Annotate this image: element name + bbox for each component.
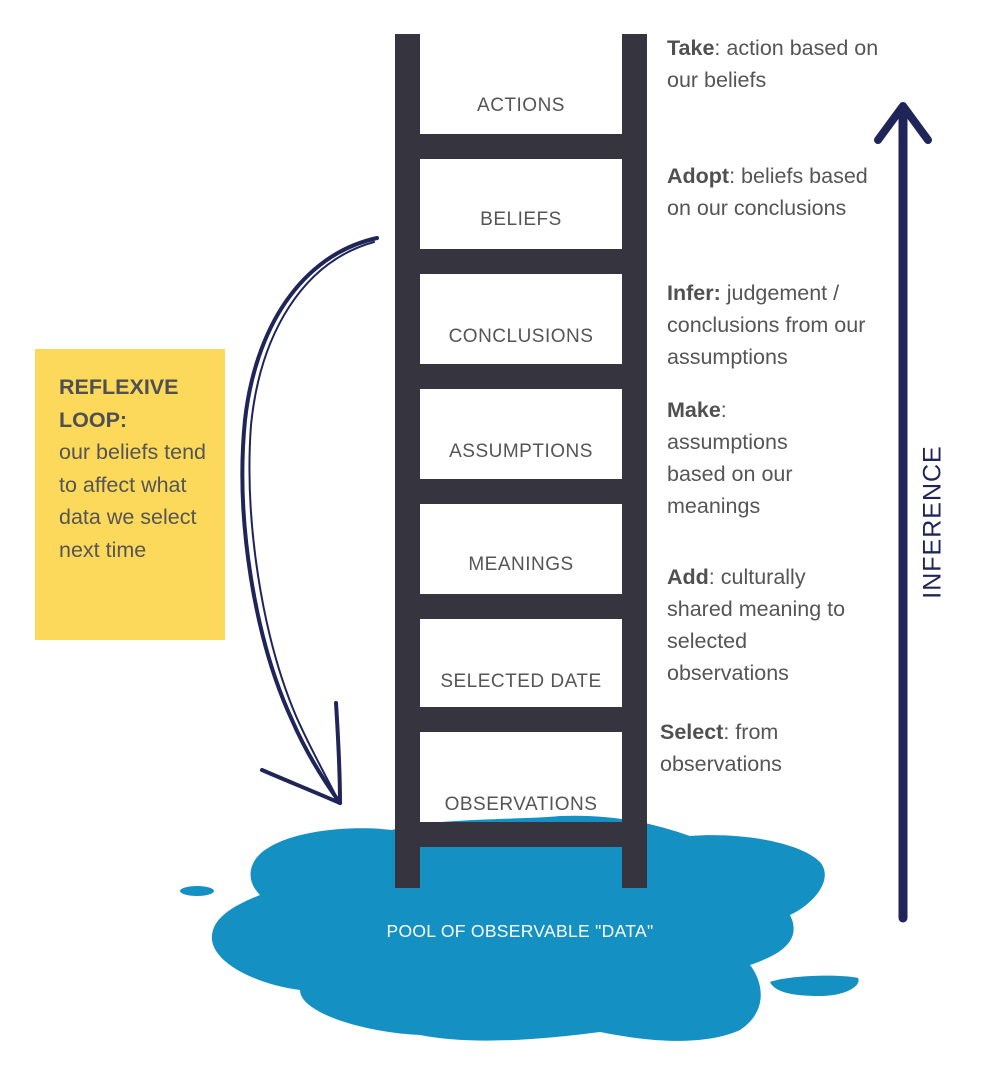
step-verb: Make (667, 398, 721, 422)
step-text: : from observations (660, 720, 782, 776)
ladder-rail-right (622, 34, 647, 888)
ladder-rung (420, 479, 622, 504)
ladder-rung (420, 707, 622, 732)
step-verb: Adopt (667, 164, 730, 188)
reflexive-loop-title: REFLEXIVE LOOP: (59, 375, 179, 432)
reflexive-loop-arrow (240, 236, 379, 805)
ladder-rung (420, 594, 622, 619)
step-text: : assumptions based on our meanings (667, 398, 793, 518)
step-verb: Select (660, 720, 724, 744)
step-description-add: Add: culturally shared meaning to select… (667, 561, 872, 689)
reflexive-loop-note: REFLEXIVE LOOP: our beliefs tend to affe… (35, 349, 225, 640)
step-description-take: Take: action based on our beliefs (667, 32, 897, 96)
step-description-select: Select: from observations (660, 716, 835, 780)
data-pool (180, 815, 859, 1041)
ladder-rung (420, 822, 622, 847)
step-verb: Infer: (667, 281, 721, 305)
step-text: : action based on our beliefs (667, 36, 879, 92)
step-description-infer: Infer: judgement / conclusions from our … (667, 277, 892, 373)
step-description-adopt: Adopt: beliefs based on our conclusions (667, 160, 897, 224)
step-verb: Add (667, 565, 709, 589)
step-text: : culturally shared meaning to selected … (667, 565, 846, 685)
ladder-rail-left (395, 34, 420, 888)
rung-label-selected-date: SELECTED DATE (440, 671, 602, 692)
step-verb: Take (667, 36, 715, 60)
rung-label-beliefs: BELIEFS (480, 209, 562, 230)
inference-arrow (874, 102, 932, 923)
rung-label-actions: ACTIONS (477, 95, 565, 116)
step-description-make: Make: assumptions based on our meanings (667, 394, 842, 522)
rung-label-conclusions: CONCLUSIONS (448, 326, 594, 347)
rung-label-assumptions: ASSUMPTIONS (449, 441, 593, 462)
rung-label-observations: OBSERVATIONS (444, 794, 598, 815)
pool-label: POOL OF OBSERVABLE "DATA" (386, 921, 654, 941)
ladder-rung (420, 249, 622, 274)
inference-label: INFERENCE (918, 445, 947, 599)
ladder (395, 34, 647, 888)
ladder-rung (420, 364, 622, 389)
ladder-rung (420, 134, 622, 159)
step-text: : beliefs based on our conclusions (667, 164, 868, 220)
reflexive-loop-text: our beliefs tend to affect what data we … (59, 440, 207, 562)
step-text: judgement / conclusions from our assumpt… (667, 281, 866, 369)
rung-label-meanings: MEANINGS (468, 554, 574, 575)
